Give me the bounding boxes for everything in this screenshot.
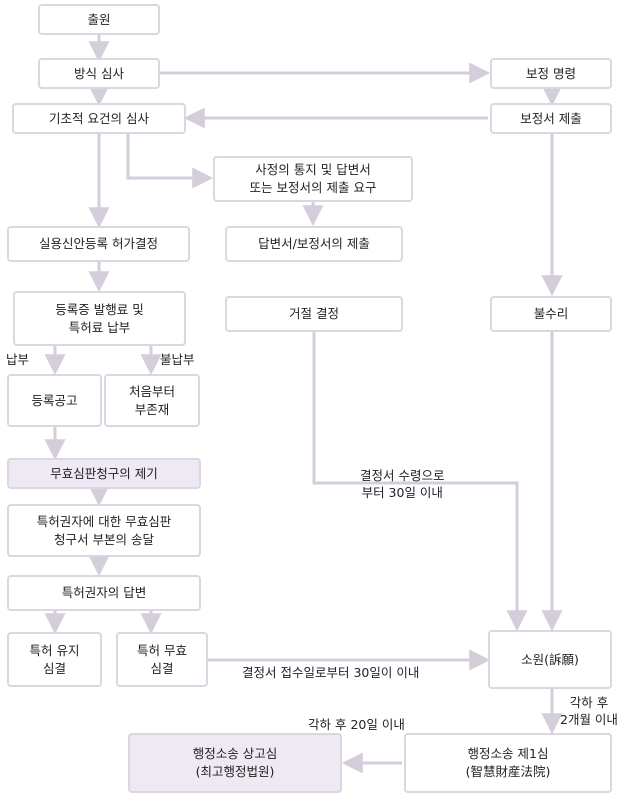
node-amend-submit: 보정서 제출 [490, 103, 612, 134]
node-amend-order: 보정 명령 [490, 58, 612, 89]
node-registration-grant: 실용신안등록 허가결정 [7, 226, 190, 262]
node-patentee-response: 특허권자의 답변 [7, 575, 201, 611]
node-notice-request: 사정의 통지 및 답변서 또는 보정서의 제출 요구 [213, 156, 413, 202]
label-dismissal-2m: 각하 후 2개월 이내 [560, 695, 618, 727]
node-petition: 소원(訴願) [488, 630, 612, 689]
node-filing: 출원 [38, 4, 160, 35]
node-invalid-decision: 특허 무효 심결 [116, 632, 208, 687]
node-ip-court: 행정소송 제1심 (智慧財産法院) [404, 733, 612, 793]
node-formal-exam: 방식 심사 [38, 58, 160, 89]
node-supreme-appeal: 행정소송 상고심 (최고행정법원) [128, 733, 342, 793]
node-non-acceptance: 불수리 [490, 296, 612, 332]
edge-basic-notice [126, 134, 214, 189]
label-ruling-receipt: 결정서 접수일로부터 30일이 이내 [242, 665, 420, 680]
label-unpaid: 불납부 [160, 352, 195, 367]
node-void-ab-initio: 처음부터 부존재 [104, 374, 200, 427]
label-paid: 납부 [6, 352, 30, 367]
node-maintain-decision: 특허 유지 심결 [7, 632, 102, 687]
edge-rejection-petition [312, 332, 528, 632]
node-rejection-decision: 거절 결정 [225, 296, 403, 332]
node-registration-announcement: 등록공고 [7, 374, 102, 427]
label-dismissal-20d: 각하 후 20일 이내 [308, 717, 405, 732]
node-copy-service: 특허권자에 대한 무효심판 청구서 부본의 송달 [7, 504, 201, 557]
label-decision-receipt: 결정서 수령으로 부터 30일 이내 [360, 468, 445, 500]
node-basic-req-exam: 기초적 요건의 심사 [12, 103, 186, 134]
node-invalidation-request: 무효심판청구의 제기 [7, 458, 201, 489]
node-fee-payment: 등록증 발행료 및 특허료 납부 [13, 291, 186, 346]
node-response-submit: 답변서/보정서의 제출 [225, 226, 403, 262]
